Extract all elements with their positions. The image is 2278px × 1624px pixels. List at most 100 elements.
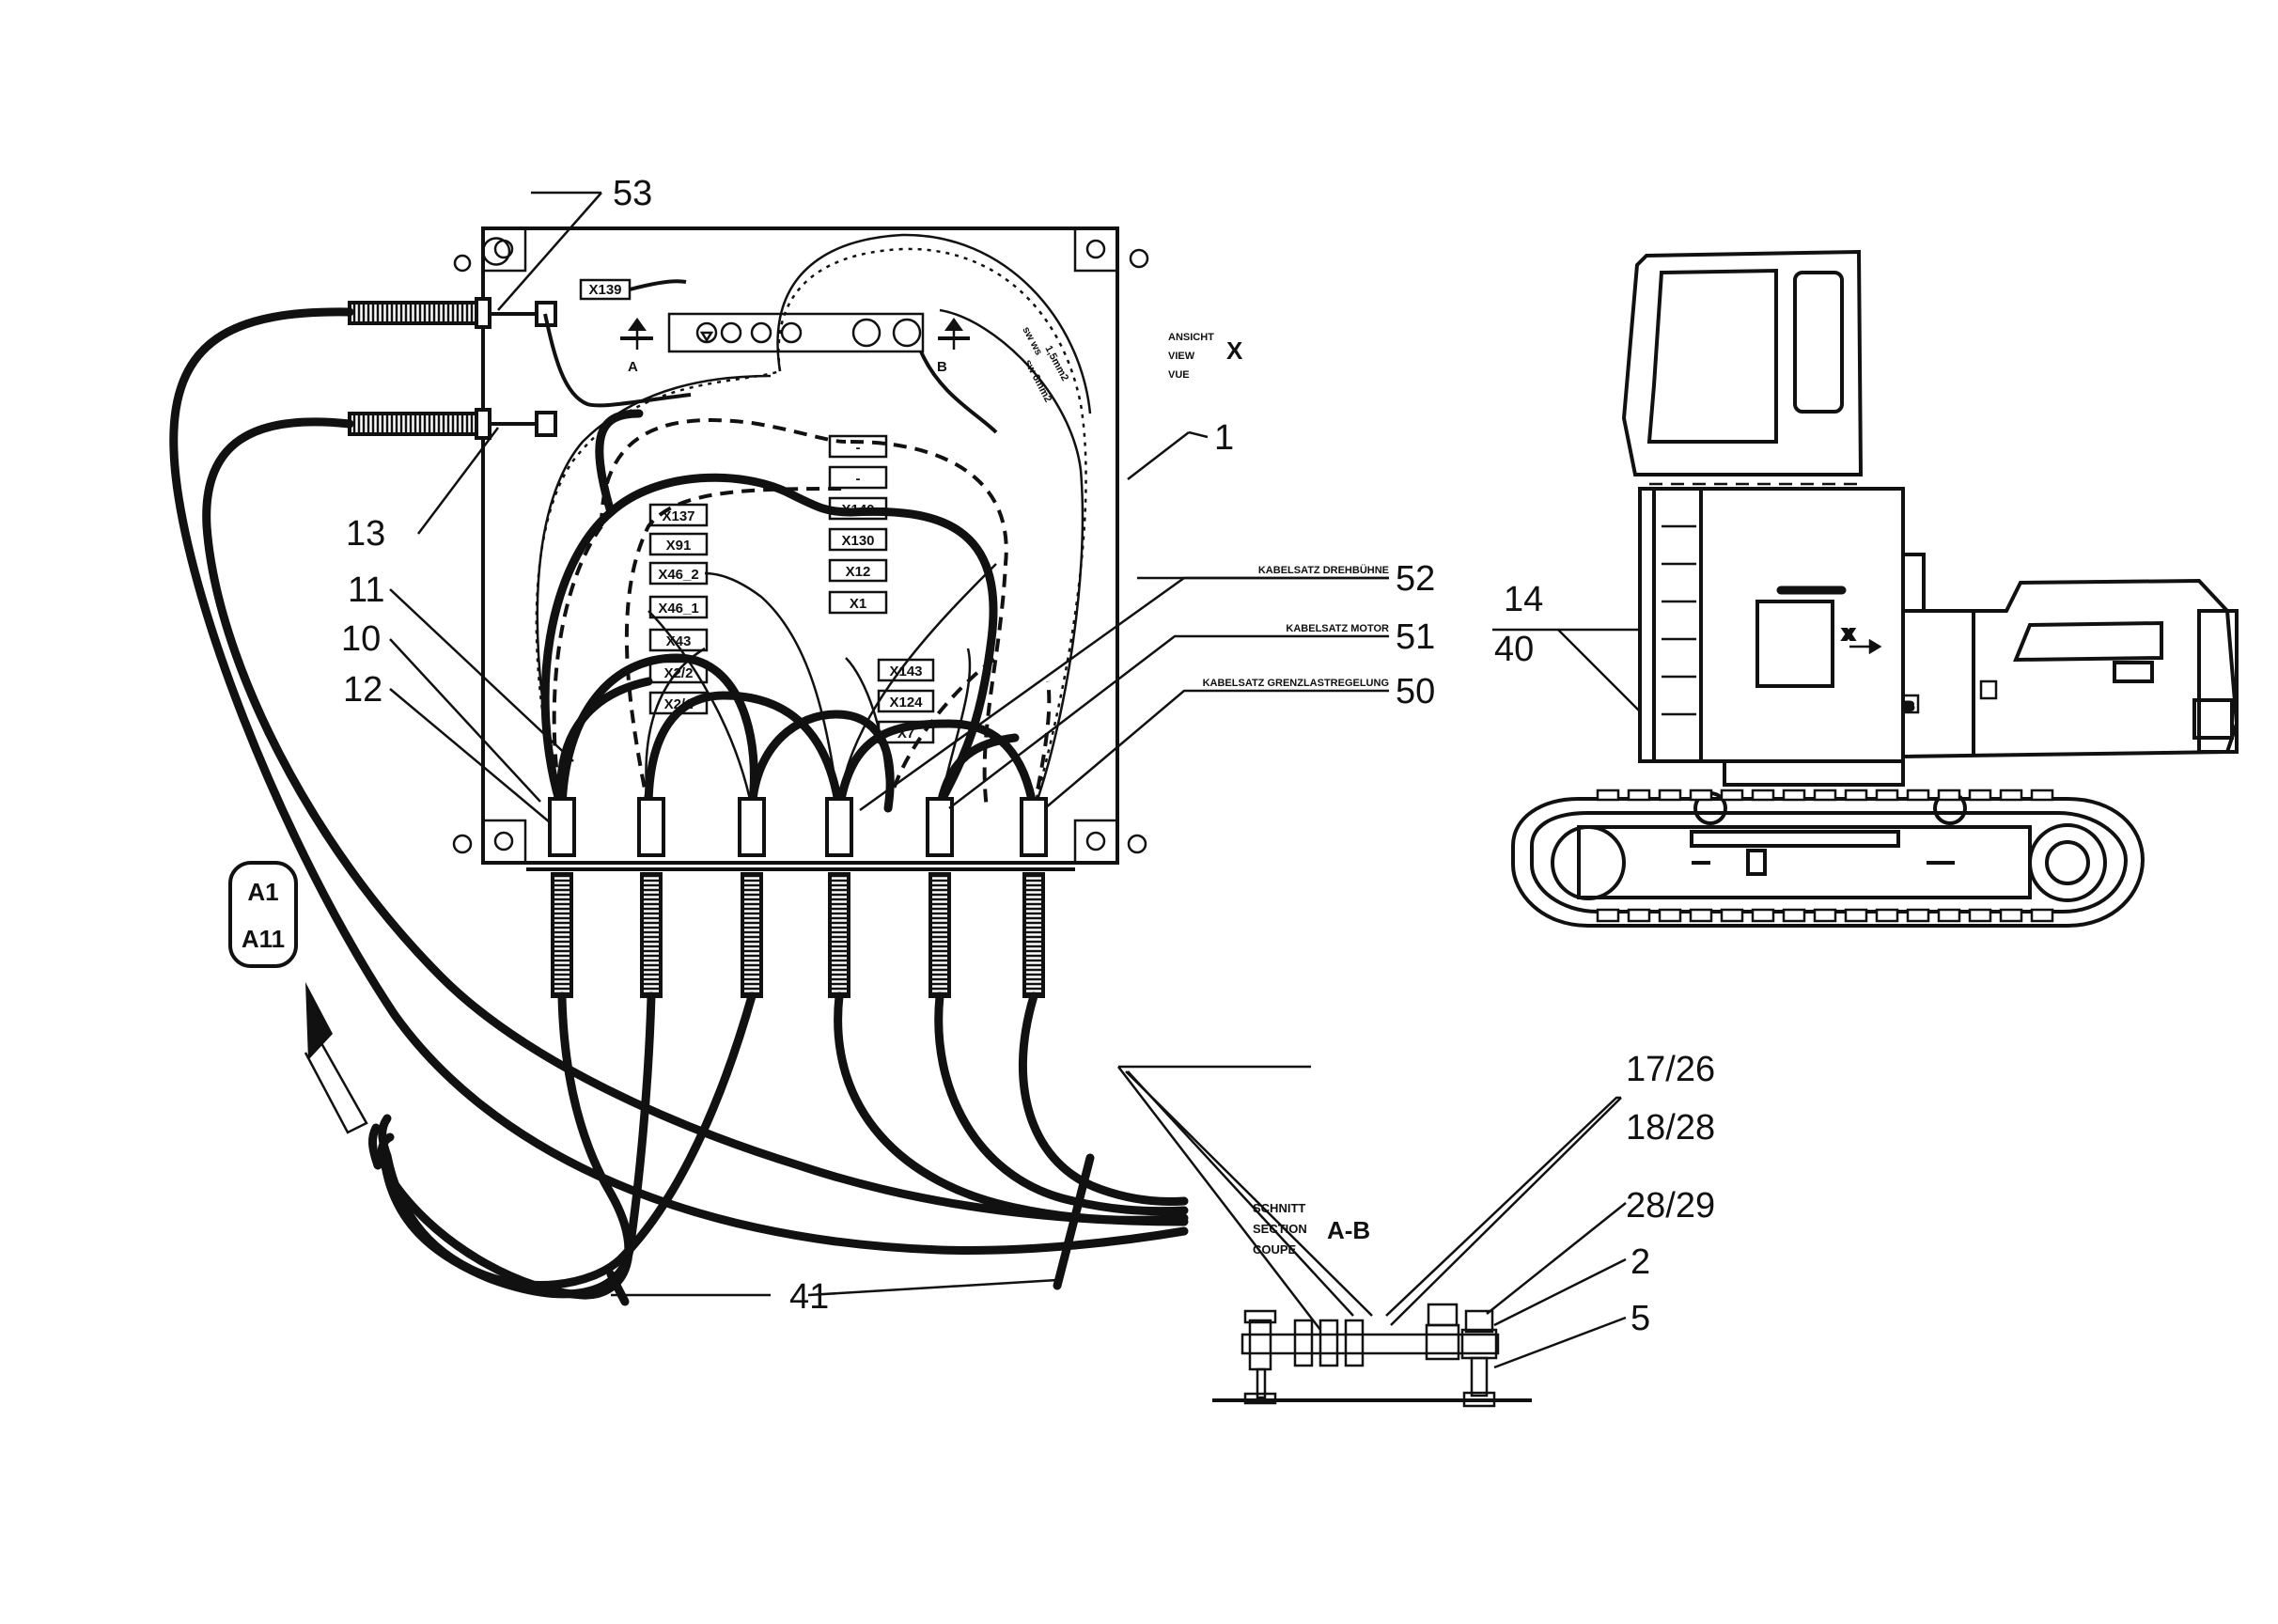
view-de: ANSICHT [1168, 332, 1214, 343]
section-view: SCHNITT SECTION COUPE A-B [1212, 1201, 1532, 1408]
connector-x46-2: X46_2 [648, 561, 709, 586]
direction-arrow-icon [304, 982, 368, 1134]
track-shoe [1627, 789, 1651, 802]
track-shoe [1968, 789, 1992, 802]
svg-text:X140: X140 [841, 502, 874, 518]
section-name: A-B [1327, 1216, 1370, 1244]
track-shoe [1658, 908, 1682, 923]
callout-28-29: 28/29 [1626, 1186, 1715, 1226]
svg-text:X12: X12 [846, 564, 871, 580]
callout-1: 1 [1214, 418, 1234, 458]
track-shoe [1596, 908, 1620, 923]
callout-5: 5 [1630, 1299, 1650, 1338]
connector-labels: X139 X137 X91 X46_2 X46_1 X43 X2/2 X2/1 [579, 278, 935, 744]
track-shoe [1813, 908, 1837, 923]
track-shoe [1937, 789, 1961, 802]
track-shoe [1751, 908, 1775, 923]
track-shoe [1844, 908, 1868, 923]
svg-text:X7: X7 [897, 726, 914, 742]
view-fr: VUE [1168, 369, 1190, 381]
svg-text:-: - [856, 440, 861, 456]
callout-17-26: 17/26 [1626, 1050, 1715, 1089]
section-marker-a: A [620, 318, 653, 375]
reference-line-1: A1 [247, 878, 278, 906]
gland-6 [1020, 797, 1048, 998]
connector-x140: X140 [828, 496, 888, 521]
callout-51: 51 [1396, 617, 1435, 657]
callout-53: 53 [613, 174, 652, 213]
leader-lines [389, 191, 1662, 1369]
svg-text:X137: X137 [662, 508, 694, 524]
svg-text:X91: X91 [666, 538, 692, 554]
track-shoe [1813, 789, 1837, 802]
svg-text:X143: X143 [889, 664, 922, 679]
svg-text:X124: X124 [889, 695, 923, 710]
callout-11: 11 [348, 570, 384, 610]
connector-x143: X143 [877, 658, 935, 682]
label-kabelsatz-drehbuehne: KABELSATZ DREHBÜHNE [1258, 564, 1389, 576]
callout-41: 41 [789, 1277, 829, 1317]
track-shoe [1875, 789, 1899, 802]
connector-x139: X139 [579, 278, 632, 301]
excavator-illustration: X B [1511, 249, 2239, 928]
gland-4 [825, 797, 853, 998]
track-shoe [1720, 789, 1744, 802]
track-shoe [1658, 789, 1682, 802]
section-de: SCHNITT [1253, 1201, 1305, 1215]
connector-x124: X124 [877, 689, 935, 713]
gland-2 [637, 797, 665, 998]
gland-1 [548, 797, 576, 998]
connector-x91: X91 [648, 532, 709, 556]
svg-text:X46_1: X46_1 [658, 601, 698, 617]
track-shoe [1875, 908, 1899, 923]
connector-x130: X130 [828, 527, 888, 552]
callout-18-28: 18/28 [1626, 1108, 1715, 1148]
callout-14: 14 [1504, 580, 1543, 619]
track-shoe [2030, 908, 2054, 923]
svg-text:-: - [856, 471, 861, 487]
reference-badge: A1 A11 [228, 861, 298, 968]
track-shoe [1906, 908, 1930, 923]
svg-text:X2/2: X2/2 [664, 665, 694, 681]
cable-glands [548, 797, 1048, 998]
svg-text:X43: X43 [666, 633, 692, 649]
connector-x2-2: X2/2 [648, 660, 709, 684]
cable-set-labels: KABELSATZ DREHBÜHNE KABELSATZ MOTOR KABE… [1203, 564, 1389, 689]
connector-x46-1: X46_1 [648, 595, 709, 619]
connector-x7: X7 [877, 720, 935, 744]
view-en: VIEW [1168, 351, 1195, 362]
gland-3 [738, 797, 766, 998]
section-mark-b: B [937, 359, 947, 375]
track-shoe [1751, 789, 1775, 802]
svg-text:X1: X1 [850, 596, 866, 612]
vehicle-mark-b: B [1906, 701, 1913, 712]
external-cables [169, 307, 1189, 1306]
connector-x1: X1 [828, 590, 888, 615]
wire-note-3: sw 6mm2 [1022, 358, 1053, 404]
section-marker-b: B [937, 318, 970, 375]
wire-note-1: sw ws [1020, 325, 1044, 357]
track-shoe [1689, 908, 1713, 923]
view-label: ANSICHT VIEW VUE X [1168, 332, 1243, 381]
svg-text:X46_2: X46_2 [658, 567, 698, 583]
track-shoe [1968, 908, 1992, 923]
gland-5 [926, 797, 954, 998]
side-glands [348, 297, 557, 440]
wire-notes: sw ws 1,5mm2 sw 6mm2 [1020, 325, 1070, 404]
track-shoe [1906, 789, 1930, 802]
callout-40: 40 [1494, 630, 1534, 669]
section-mark-a: A [628, 359, 638, 375]
track-shoes [1596, 789, 2054, 923]
vehicle-mark-x: X [1844, 627, 1853, 643]
track-shoe [1937, 908, 1961, 923]
callout-50: 50 [1396, 672, 1435, 711]
connector-x12: X12 [828, 558, 888, 583]
connector-x2-1: X2/1 [648, 691, 709, 715]
track-shoe [1782, 789, 1806, 802]
connector-x137: X137 [648, 503, 709, 527]
connector-x43: X43 [648, 628, 709, 652]
connector-blank-2: - [828, 465, 888, 490]
svg-text:X2/1: X2/1 [664, 696, 694, 712]
svg-text:X139: X139 [588, 282, 621, 298]
